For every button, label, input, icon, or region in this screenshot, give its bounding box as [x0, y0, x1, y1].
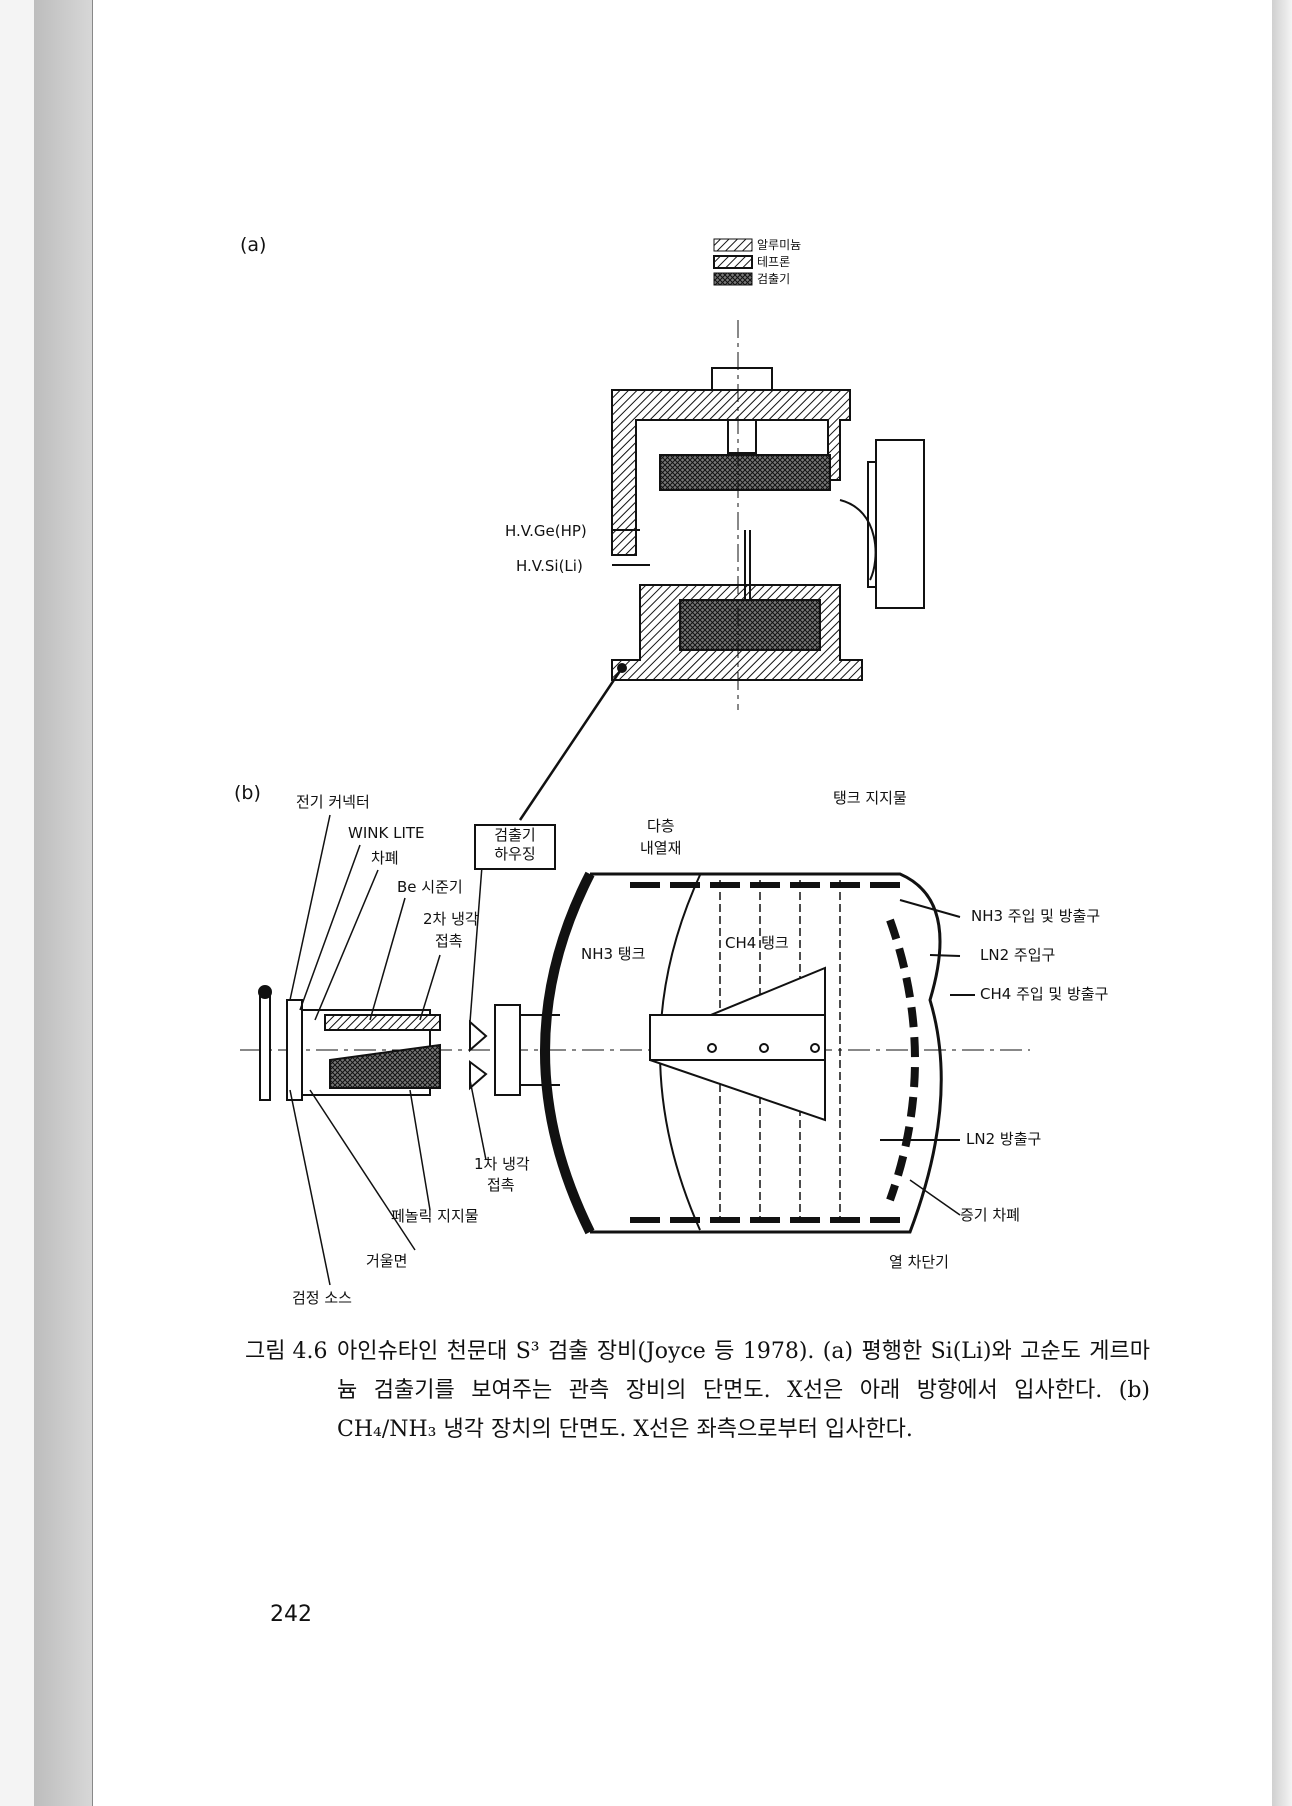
label-heat-breaker: 열 차단기 [889, 1253, 949, 1271]
panel-label-b: (b) [234, 782, 261, 804]
label-connector: 전기 커넥터 [296, 793, 370, 811]
label-secondary-cooling: 2차 냉각 [423, 910, 479, 928]
page-shadow [1272, 0, 1292, 1806]
legend-teflon: 테프론 [757, 255, 791, 269]
label-be-collimator: Be 시준기 [397, 878, 463, 896]
legend-swatches [713, 238, 753, 286]
label-hv-ge: H.V.Ge(HP) [505, 522, 587, 540]
page-number: 242 [270, 1602, 312, 1627]
label-insulation: 내열재 [640, 839, 682, 857]
label-ch4-tank: CH4 탱크 [725, 934, 789, 952]
diagram-a [518, 320, 925, 821]
label-tank-support: 탱크 지지물 [833, 789, 907, 807]
label-primary-cooling: 1차 냉각 [474, 1155, 530, 1173]
label-ch4-port: CH4 주입 및 방출구 [980, 985, 1109, 1003]
label-shield: 차폐 [371, 849, 399, 867]
detector-housing-box: 검출기 하우징 [474, 824, 556, 870]
label-primary-contact: 접촉 [487, 1176, 515, 1194]
label-detector-housing-2: 하우징 [494, 845, 536, 863]
leader-lines [289, 814, 961, 1286]
label-hv-si: H.V.Si(Li) [516, 557, 583, 575]
book-page [92, 0, 1273, 1806]
panel-label-a: (a) [240, 234, 267, 256]
label-nh3-tank: NH3 탱크 [581, 945, 646, 963]
book-edge [34, 0, 94, 1806]
figure-caption: 그림 4.6 아인슈타인 천문대 S³ 검출 장비(Joyce 등 1978).… [245, 1332, 1150, 1449]
caption-number: 그림 4.6 [245, 1339, 328, 1364]
label-vapor-shield: 증기 차폐 [960, 1206, 1020, 1224]
caption-text: 아인슈타인 천문대 S³ 검출 장비(Joyce 등 1978). (a) 평행… [337, 1339, 1150, 1442]
label-wink-lite: WINK LITE [348, 824, 425, 842]
label-ln2-outlet: LN2 방출구 [966, 1130, 1042, 1148]
legend-detector: 검출기 [757, 272, 791, 286]
label-nh3-port: NH3 주입 및 방출구 [971, 907, 1101, 925]
label-multilayer: 다층 [647, 817, 675, 835]
diagram-b [240, 871, 1030, 1235]
label-detector-housing-1: 검출기 [494, 826, 536, 844]
legend-aluminum: 알루미늄 [757, 238, 802, 252]
label-phenolic-support: 페놀릭 지지물 [391, 1207, 479, 1225]
label-mirror: 거울면 [366, 1252, 408, 1270]
label-ln2-inlet: LN2 주입구 [980, 946, 1056, 964]
label-secondary-contact: 접촉 [435, 932, 463, 950]
label-calibration-source: 검정 소스 [292, 1289, 352, 1307]
